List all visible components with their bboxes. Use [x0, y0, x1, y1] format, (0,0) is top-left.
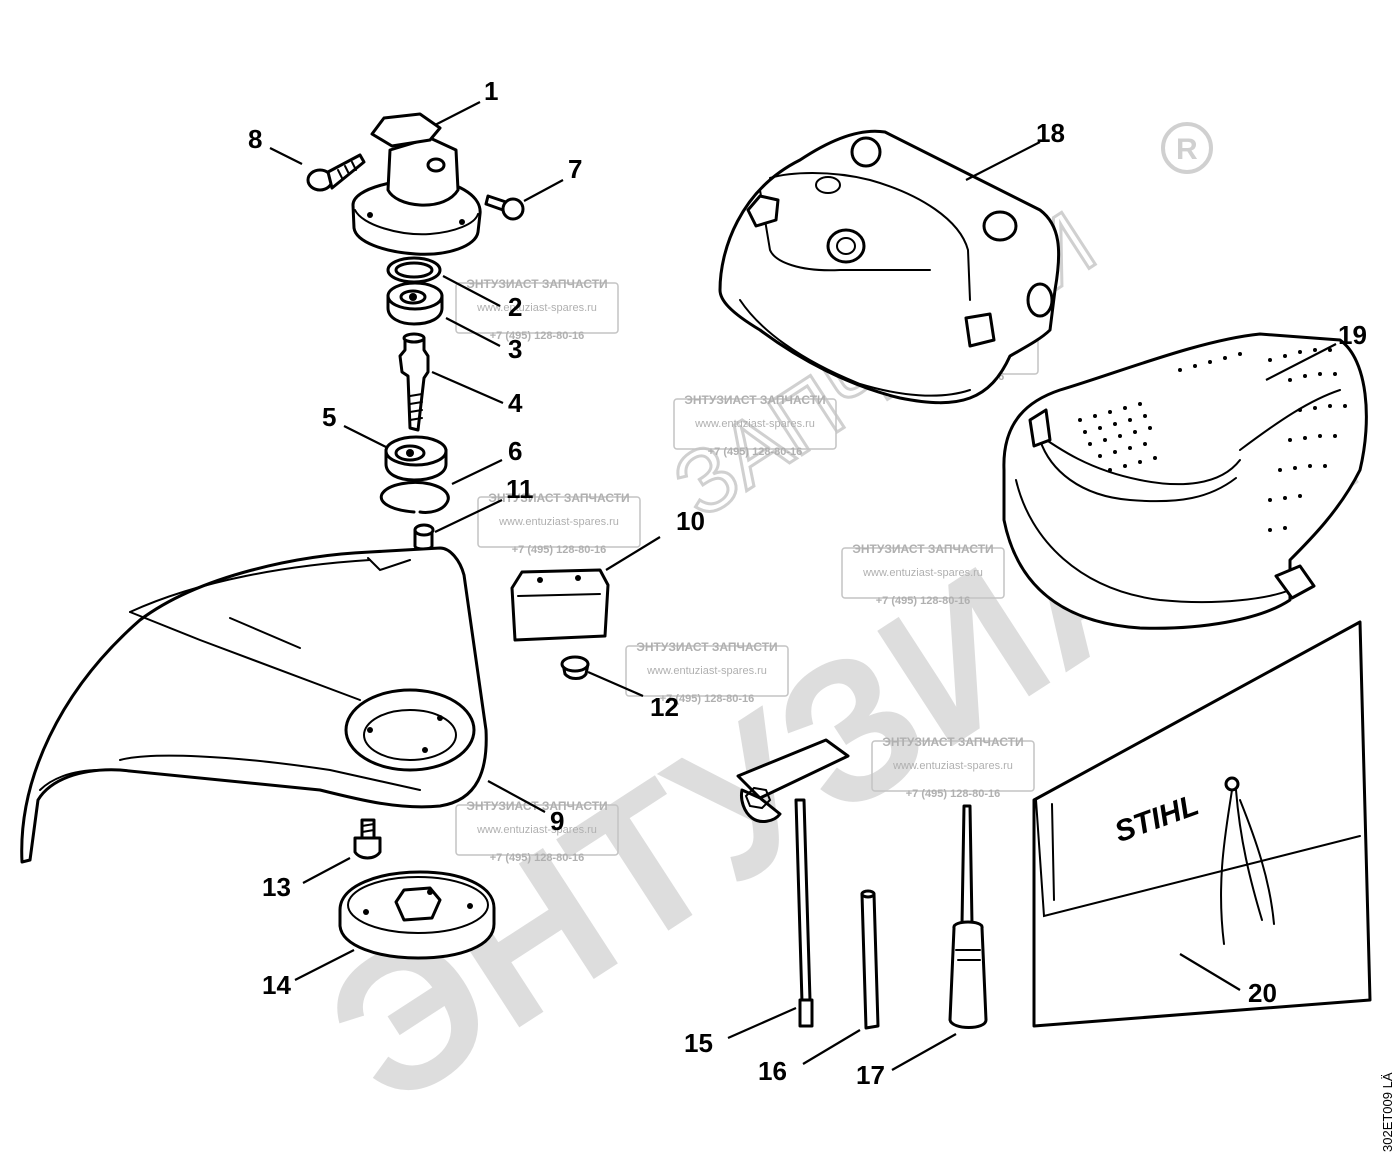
stamp-url: www.entuziast-spares.ru [694, 418, 815, 430]
part-20-toolbag: STIHL [1032, 620, 1372, 1028]
stamp-phone: +7 (495) 128-80-16 [490, 330, 584, 342]
part-17-screwdriver [948, 804, 988, 1029]
stamp-title: ЭНТУЗИАСТ ЗАПЧАСТИ [852, 542, 993, 556]
callout-6: 6 [508, 436, 522, 466]
callout-10: 10 [676, 506, 705, 536]
callout-16: 16 [758, 1056, 787, 1086]
stamp-url: www.entuziast-spares.ru [862, 567, 983, 579]
callout-1: 1 [484, 76, 498, 106]
part-14-plate [338, 870, 496, 960]
part-15-wrench [736, 738, 850, 1028]
callout-17: 17 [856, 1060, 885, 1090]
stamp-url: www.entuziast-spares.ru [476, 302, 597, 314]
stamp-phone: +7 (495) 128-80-16 [490, 852, 584, 864]
part-13-screw [353, 818, 382, 860]
registered-mark-letter: R [1176, 133, 1198, 166]
leader-lines [269, 101, 1337, 1071]
callouts: 1 2 3 4 5 6 7 8 9 10 11 12 13 14 15 16 1… [248, 76, 1367, 1090]
stamp-phone: +7 (495) 128-80-16 [512, 544, 606, 556]
callout-2: 2 [508, 292, 522, 322]
callout-5: 5 [322, 402, 336, 432]
callout-3: 3 [508, 334, 522, 364]
pad-perforation [1078, 348, 1347, 532]
stamp-url: www.entuziast-spares.ru [646, 665, 767, 677]
part-5-bearing [384, 435, 448, 482]
callout-18: 18 [1036, 118, 1065, 148]
callout-9: 9 [550, 806, 564, 836]
part-8-screw [306, 153, 366, 192]
stamp-title: ЭНТУЗИАСТ ЗАПЧАСТИ [488, 491, 629, 505]
stamp-title: ЭНТУЗИАСТ ЗАПЧАСТИ [882, 735, 1023, 749]
callout-12: 12 [650, 692, 679, 722]
registered-mark: R [1161, 122, 1213, 174]
callout-8: 8 [248, 124, 262, 154]
stamp-url: www.entuziast-spares.ru [892, 760, 1013, 772]
callout-11: 11 [506, 474, 534, 504]
part-10-clip [510, 568, 610, 642]
part-12-nut [560, 655, 590, 680]
stamp-2: ЭНТУЗИАСТ ЗАПЧАСТИ www.entuziast-spares.… [673, 393, 837, 458]
stamp-4: ЭНТУЗИАСТ ЗАПЧАСТИ www.entuziast-spares.… [477, 491, 641, 556]
part-6-circlip [379, 480, 450, 514]
stamp-title: ЭНТУЗИАСТ ЗАПЧАСТИ [466, 277, 607, 291]
stamp-title: ЭНТУЗИАСТ ЗАПЧАСТИ [466, 799, 607, 813]
stamp-phone: +7 (495) 128-80-16 [660, 693, 754, 705]
part-16-pin [860, 889, 880, 1030]
stamp-phone: +7 (495) 128-80-16 [708, 446, 802, 458]
stamp-phone: +7 (495) 128-80-16 [876, 595, 970, 607]
callout-7: 7 [568, 154, 582, 184]
callout-4: 4 [508, 388, 523, 418]
stamp-title: ЭНТУЗИАСТ ЗАПЧАСТИ [684, 393, 825, 407]
stamp-6: ЭНТУЗИАСТ ЗАПЧАСТИ www.entuziast-spares.… [625, 640, 789, 705]
stamp-8: ЭНТУЗИАСТ ЗАПЧАСТИ www.entuziast-spares.… [455, 799, 619, 864]
part-9-deflector [20, 546, 488, 864]
callout-20: 20 [1248, 978, 1277, 1008]
part-7-screw [484, 194, 525, 221]
part-18-housing [718, 129, 1061, 405]
part-1-gear-housing [351, 112, 482, 256]
part-11-screw [413, 523, 435, 551]
part-19-pad [1002, 332, 1368, 630]
stamp-title: ЭНТУЗИАСТ ЗАПЧАСТИ [636, 640, 777, 654]
part-4-shaft [398, 332, 430, 432]
stamp-5: ЭНТУЗИАСТ ЗАПЧАСТИ www.entuziast-spares.… [841, 542, 1005, 607]
stamp-phone: +7 (495) 128-80-16 [906, 788, 1000, 800]
stamp-1: ЭНТУЗИАСТ ЗАПЧАСТИ www.entuziast-spares.… [455, 277, 619, 342]
stamp-url: www.entuziast-spares.ru [498, 516, 619, 528]
callout-15: 15 [684, 1028, 713, 1058]
part-2-ring [386, 256, 442, 284]
stamp-7: ЭНТУЗИАСТ ЗАПЧАСТИ www.entuziast-spares.… [871, 735, 1035, 800]
stamp-url: www.entuziast-spares.ru [476, 824, 597, 836]
callout-14: 14 [262, 970, 291, 1000]
callout-19: 19 [1338, 320, 1367, 350]
part-3-bearing [386, 281, 444, 326]
callout-13: 13 [262, 872, 291, 902]
drawing-code: 302ET009 LÄ [1380, 1072, 1395, 1152]
